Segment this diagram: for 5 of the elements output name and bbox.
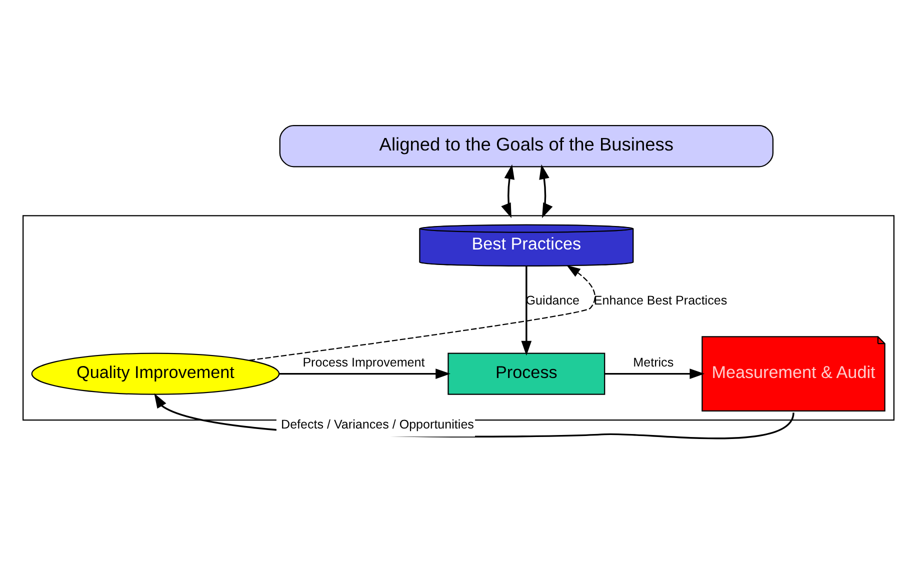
edge-label: Enhance Best Practices: [593, 293, 727, 308]
edge-label: Metrics: [632, 355, 674, 370]
edge-label: Defects / Variances / Opportunities: [280, 416, 474, 431]
edge-label: Process Improvement: [302, 355, 424, 370]
edge-label: Guidance: [525, 293, 580, 308]
